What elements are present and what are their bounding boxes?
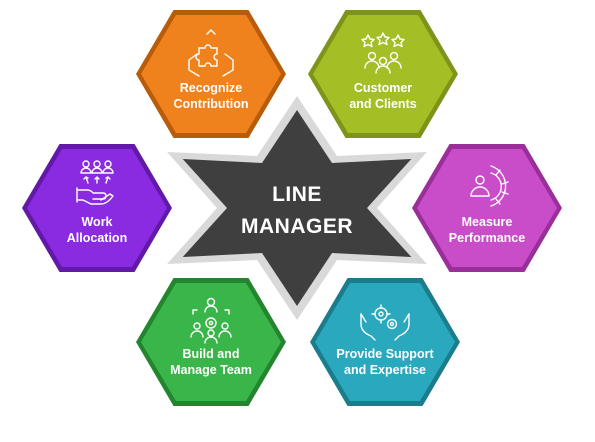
node-customer-clients: Customer and Clients <box>308 10 458 138</box>
team-gear-icon <box>190 297 232 344</box>
node-label-line2: Contribution <box>174 97 249 111</box>
customer-rating-icon <box>361 32 405 74</box>
node-label-line2: and Expertise <box>344 363 426 377</box>
node-label-line2: Performance <box>449 231 525 245</box>
node-provide-support: Provide Support and Expertise <box>310 278 460 406</box>
hex-fill <box>315 283 455 401</box>
node-label-line1: Customer <box>354 81 412 95</box>
node-label-line1: Measure <box>462 215 513 229</box>
hex-fill <box>27 149 167 267</box>
node-label-line1: Provide Support <box>336 347 434 361</box>
performance-gauge-icon <box>470 165 509 207</box>
puzzle-hands-icon <box>188 29 234 77</box>
center-star: LINE MANAGER <box>167 96 427 320</box>
node-label-line2: Manage Team <box>170 363 252 377</box>
node-label-line2: and Clients <box>349 97 416 111</box>
node-build-team: Build and Manage Team <box>136 278 286 406</box>
work-allocation-icon <box>76 160 114 205</box>
center-star-shape <box>182 110 412 306</box>
center-title-line2: MANAGER <box>241 215 353 238</box>
hex-fill <box>313 15 453 133</box>
node-work-allocation: Work Allocation <box>22 144 172 272</box>
node-label-line1: Build and <box>183 347 240 361</box>
hex-fill <box>141 15 281 133</box>
hex-fill <box>141 283 281 401</box>
node-recognize-contribution: Recognize Contribution <box>136 10 286 138</box>
center-title-line1: LINE <box>272 183 322 206</box>
hex-fill <box>417 149 557 267</box>
node-label-line1: Recognize <box>180 81 243 95</box>
node-label-line1: Work <box>81 215 112 229</box>
node-measure-performance: Measure Performance <box>412 144 562 272</box>
gears-hands-icon <box>360 304 410 341</box>
node-label-line2: Allocation <box>67 231 127 245</box>
